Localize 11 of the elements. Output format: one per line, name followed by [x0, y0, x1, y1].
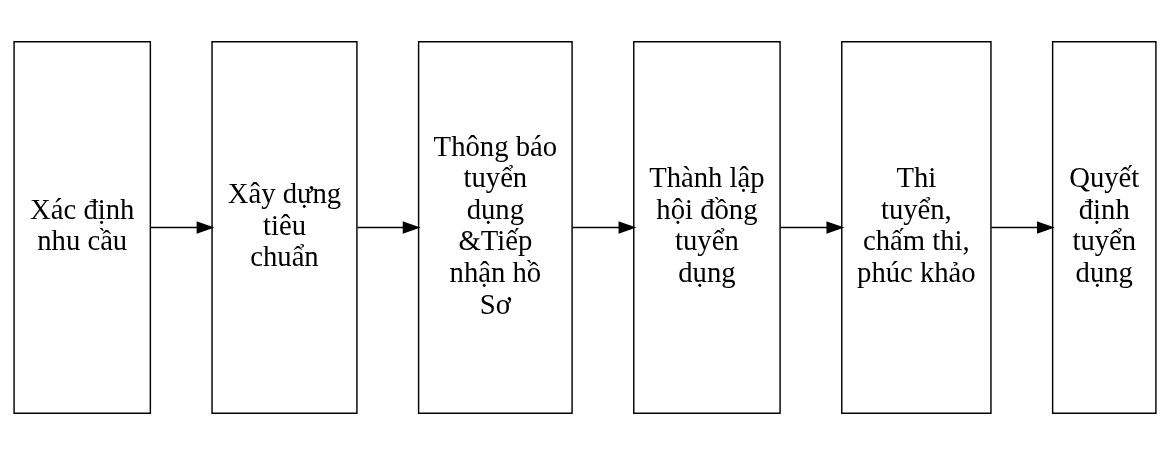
arrow	[571, 220, 637, 234]
arrow	[990, 220, 1055, 234]
node-box: Thi tuyển, chấm thi, phúc khảo	[841, 40, 992, 414]
node-box: Xác định nhu cầu	[13, 40, 152, 414]
node-box: Thành lập hội đồng tuyển dụng	[633, 40, 781, 414]
node-box: Quyết định tuyển dụng	[1051, 40, 1157, 414]
node-box: Thông báo tuyển dụng &Tiếp nhận hồ Sơ	[417, 40, 573, 414]
arrow	[779, 220, 845, 234]
arrow	[149, 220, 215, 234]
arrow	[356, 220, 421, 234]
node-box: Xây dựng tiêu chuẩn	[211, 40, 358, 414]
